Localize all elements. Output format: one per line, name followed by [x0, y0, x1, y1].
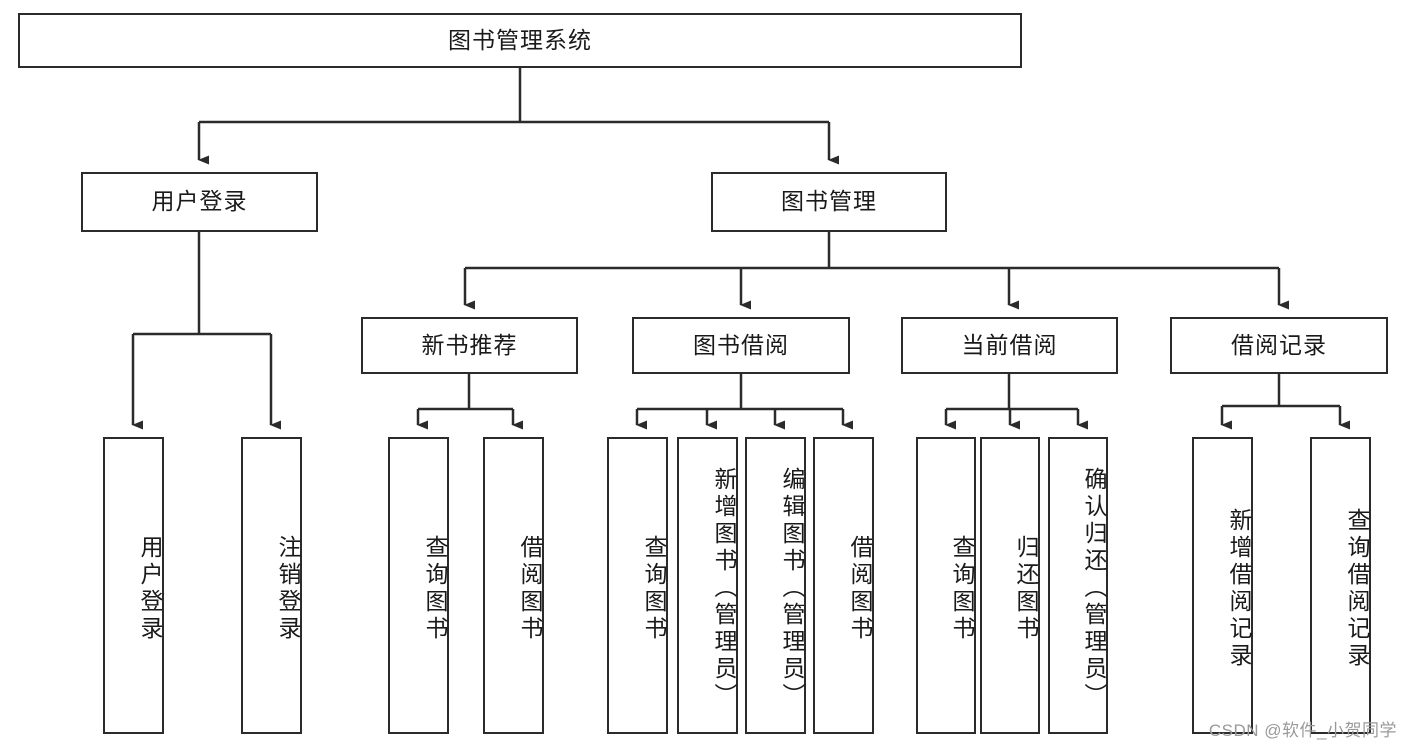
node-label: 用户登录	[137, 534, 163, 643]
node-leaf-add-borrow-record[interactable]: 新增借阅记录	[1192, 437, 1253, 734]
node-label: 当前借阅	[961, 331, 1058, 358]
csdn-watermark: CSDN @软件_小贺同学	[1208, 721, 1397, 740]
node-label: 查询图书	[422, 534, 448, 643]
node-current-borrow[interactable]: 当前借阅	[901, 317, 1118, 374]
node-label: 借阅图书	[517, 534, 543, 643]
node-book-borrow[interactable]: 图书借阅	[632, 317, 850, 374]
node-leaf-query-book-borrow[interactable]: 查询图书	[607, 437, 668, 734]
node-leaf-confirm-return-admin[interactable]: 确认归还（管理员）	[1048, 437, 1108, 734]
node-label: 用户登录	[151, 188, 248, 215]
node-label: 编辑图书（管理员）	[779, 467, 805, 710]
node-label: 查询图书	[949, 534, 975, 643]
node-label: 图书管理	[781, 188, 877, 215]
node-label: 确认归还（管理员）	[1081, 467, 1107, 710]
node-label: 图书管理系统	[448, 26, 592, 53]
node-label: 新增图书（管理员）	[711, 467, 737, 710]
node-label: 注销登录	[275, 534, 301, 643]
node-leaf-borrow-book-recommend[interactable]: 借阅图书	[483, 437, 544, 734]
node-leaf-query-book-recommend[interactable]: 查询图书	[388, 437, 449, 734]
node-label: 归还图书	[1013, 534, 1039, 643]
node-label: 查询图书	[641, 534, 667, 643]
node-label: 新书推荐	[421, 331, 518, 358]
node-root-system[interactable]: 图书管理系统	[18, 13, 1022, 68]
edge-book-borrow-to-leaves	[635, 374, 853, 430]
node-leaf-query-borrow-record[interactable]: 查询借阅记录	[1310, 437, 1371, 734]
edge-book-manage-to-level3	[463, 232, 1289, 310]
node-new-book-recommend[interactable]: 新书推荐	[361, 317, 578, 374]
edge-current-borrow-to-leaves	[944, 374, 1088, 430]
node-leaf-logout[interactable]: 注销登录	[241, 437, 302, 734]
node-label: 借阅记录	[1231, 331, 1327, 358]
node-leaf-edit-book-admin[interactable]: 编辑图书（管理员）	[745, 437, 806, 734]
edge-borrow-record-to-leaves	[1220, 374, 1350, 430]
edge-root-to-level2	[197, 68, 839, 165]
node-user-login[interactable]: 用户登录	[81, 172, 318, 232]
node-label: 新增借阅记录	[1226, 507, 1252, 670]
node-leaf-borrow-book[interactable]: 借阅图书	[813, 437, 874, 734]
edge-user-login-to-leaves	[131, 232, 281, 430]
node-book-manage[interactable]: 图书管理	[711, 172, 947, 232]
node-leaf-user-login[interactable]: 用户登录	[103, 437, 164, 734]
node-label: 借阅图书	[847, 534, 873, 643]
node-leaf-return-book[interactable]: 归还图书	[980, 437, 1040, 734]
node-label: 查询借阅记录	[1344, 507, 1370, 670]
node-leaf-add-book-admin[interactable]: 新增图书（管理员）	[677, 437, 738, 734]
node-label: 图书借阅	[693, 331, 789, 358]
node-leaf-query-book-current[interactable]: 查询图书	[916, 437, 976, 734]
node-borrow-record[interactable]: 借阅记录	[1170, 317, 1388, 374]
edge-new-book-rec-to-leaves	[416, 374, 523, 430]
